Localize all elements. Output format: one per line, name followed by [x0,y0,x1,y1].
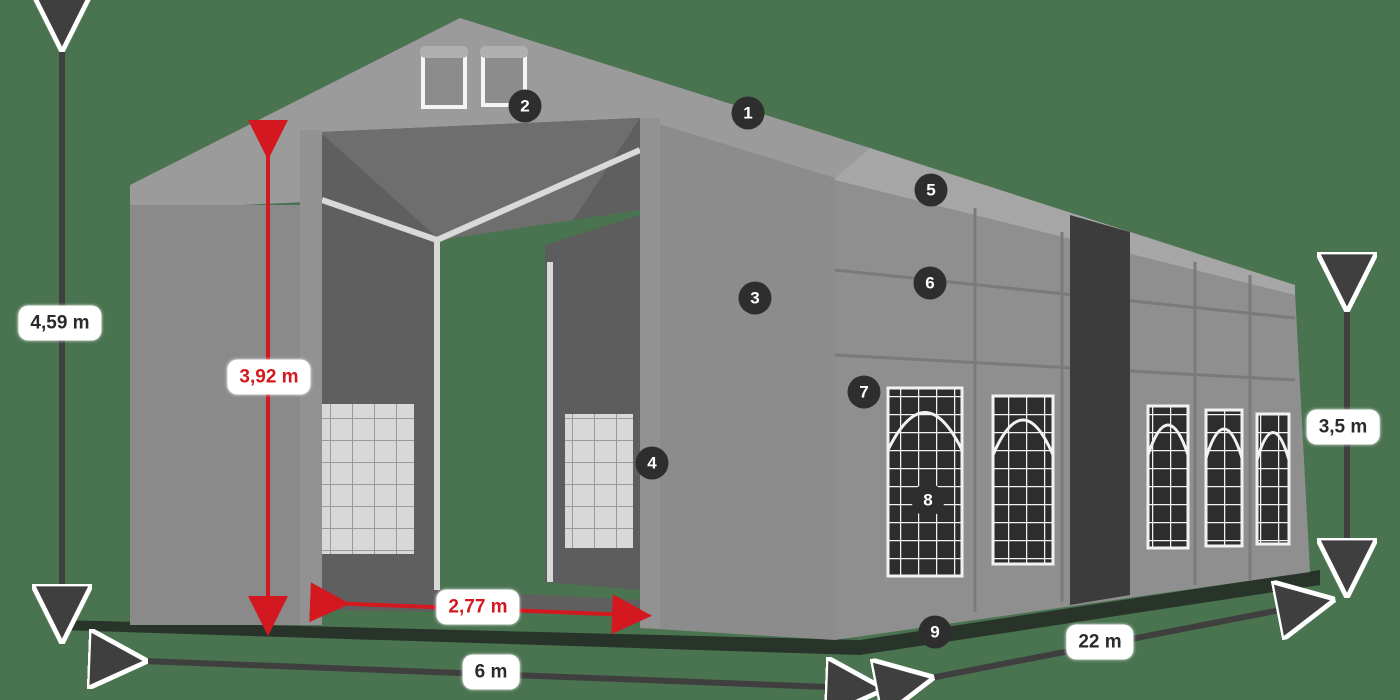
side-windows [886,386,1291,578]
marker-2: 2 [508,89,542,123]
front-wall-right [640,118,835,640]
gable-vents [420,46,528,109]
door-height-label: 3,92 m [227,359,311,395]
length-label: 22 m [1066,624,1134,660]
marker-3: 3 [738,281,772,315]
total-height-label: 4,59 m [18,305,102,341]
width-label: 6 m [462,654,520,690]
door-width-label: 2,77 m [436,589,520,625]
marker-1: 1 [731,96,765,130]
marker-4: 4 [635,446,669,480]
side-height-label: 3,5 m [1306,409,1380,445]
front-wall-left [130,205,320,625]
marker-8: 8 [911,483,945,517]
side-opening [1070,215,1130,605]
marker-5: 5 [914,173,948,207]
marker-6: 6 [913,266,947,300]
marker-7: 7 [847,375,881,409]
marker-9: 9 [918,615,952,649]
